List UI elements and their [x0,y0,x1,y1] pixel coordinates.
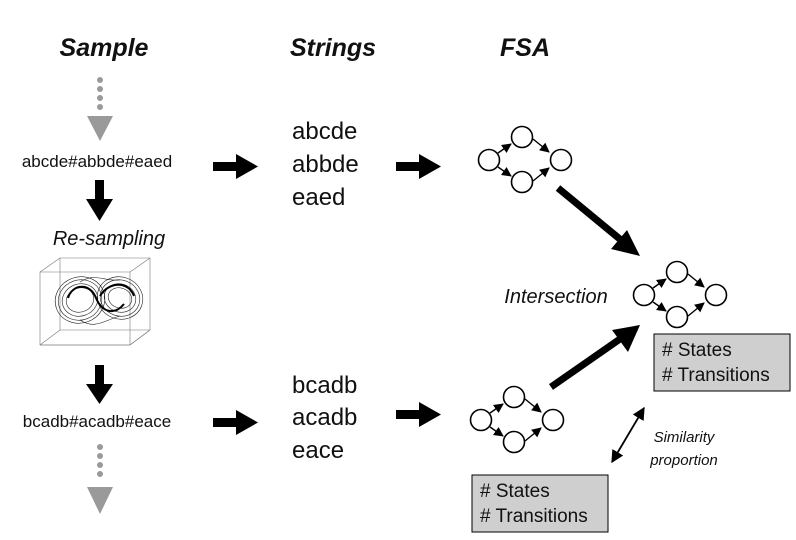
box-bottom-states: # States [480,481,550,502]
string-top-1: abcde [292,118,357,145]
intersection-label: Intersection [504,286,607,308]
arrow-down-to-bottom-sample [86,365,113,404]
similarity-label-line2: proportion [649,452,718,469]
arrow-bottom-fsa-to-intersection [549,325,640,390]
resampling-label: Re-sampling [53,228,165,250]
header-sample: Sample [60,34,149,62]
string-top-2: abbde [292,151,359,178]
arrow-strings-to-fsa-bottom [396,402,441,427]
header-strings: Strings [290,34,376,62]
info-box-intersection: # States # Transitions [653,333,791,392]
sample-sequence-top: abcde#abbde#eaed [22,152,172,171]
dotted-arrow-bottom [87,444,113,514]
string-bottom-2: acadb [292,404,357,431]
similarity-double-arrow [611,406,645,464]
box-bottom-transitions: # Transitions [480,506,588,527]
arrow-down-to-resampling [86,180,113,221]
header-fsa: FSA [500,34,550,62]
fsa-bottom-automaton [469,385,565,454]
string-bottom-3: eace [292,437,344,464]
lorenz-plot-image [39,257,151,346]
similarity-label-line1: Similarity [654,429,716,446]
sample-sequence-bottom: bcadb#acadb#eace [23,412,171,431]
fsa-top-automaton [477,125,573,194]
arrow-sample-to-strings-top [213,154,258,179]
info-box-bottom-fsa: # States # Transitions [471,474,609,533]
string-bottom-1: bcadb [292,372,357,399]
box-intersection-transitions: # Transitions [662,365,770,386]
box-intersection-states: # States [662,340,732,361]
arrow-top-fsa-to-intersection [555,185,640,256]
dotted-arrow-top [87,77,113,141]
string-top-3: eaed [292,184,345,211]
fsa-intersection-automaton [632,260,728,329]
arrow-strings-to-fsa-top [396,154,441,179]
arrow-sample-to-strings-bottom [213,410,258,435]
